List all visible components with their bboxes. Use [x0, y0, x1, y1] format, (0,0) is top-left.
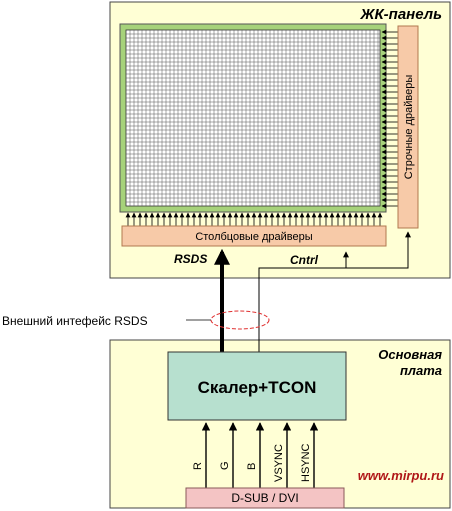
scaler-label: Скалер+TCON [198, 378, 317, 397]
cntrl-label: Cntrl [290, 253, 319, 267]
column-drivers-box [121, 225, 387, 247]
lcd-panel-title: ЖК-панель [360, 6, 443, 23]
input-label-hsync: HSYNC [300, 443, 312, 482]
external-interface-label: Внешний интефейс RSDS [2, 314, 148, 328]
website-label: www.mirpu.ru [358, 468, 444, 483]
row-driver-arrows [381, 29, 398, 209]
column-driver-arrows [125, 212, 383, 226]
main-board-title-line1: Основная [378, 347, 442, 362]
input-arrows [201, 422, 319, 488]
row-drivers-label: Строчные драйверы [403, 75, 415, 180]
scaler-tcon-box [167, 351, 347, 421]
input-label-r: R [192, 462, 204, 470]
input-label-g: G [219, 461, 231, 470]
input-label-vsync: VSYNC [273, 444, 285, 482]
connector-label: D-SUB / DVI [231, 491, 298, 505]
main-board-title-line2: плата [400, 363, 442, 378]
rsds-label: RSDS [174, 252, 207, 266]
input-label-b: B [246, 463, 258, 470]
row-drivers-box [397, 25, 419, 229]
column-drivers-label: Столбцовые драйверы [195, 231, 312, 243]
cntrl-line [258, 231, 411, 352]
connector-box [185, 487, 345, 509]
external-interface-ellipse [210, 310, 270, 330]
pixel-grid-lines [126, 30, 380, 206]
